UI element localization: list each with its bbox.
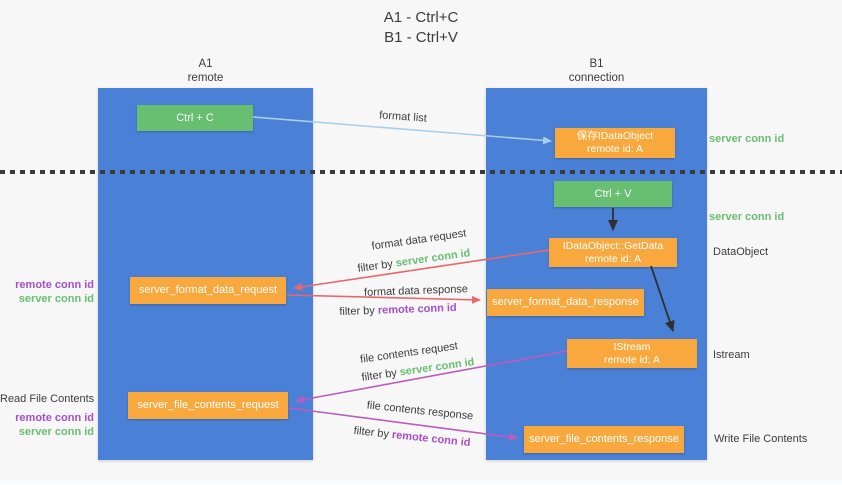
filter-by-remote-conn-id-2: filter by remote conn id (353, 425, 471, 449)
server-file-contents-request-label: server_file_contents_request (137, 399, 279, 411)
filter-by-text-2: filter by (339, 304, 379, 319)
idataobject-getdata-box: IDataObject::GetData remote id: A (549, 238, 677, 267)
save-idataobject-box: 保存IDataObject remote id: A (555, 128, 675, 158)
diagram-title: A1 - Ctrl+C B1 - Ctrl+V (0, 8, 842, 48)
istream-box: IStream remote id: A (567, 339, 697, 368)
server-conn-id-label-mid: server conn id (709, 211, 785, 223)
title-line-2: B1 - Ctrl+V (384, 29, 458, 46)
istream-side-label: Istream (713, 349, 750, 361)
dataobject-label: DataObject (713, 246, 769, 258)
save-idataobject-remote-id: remote id: A (586, 143, 644, 155)
lane-b1-name: B1 (589, 58, 604, 70)
dotted-separator (0, 170, 842, 174)
server-conn-id-label-2: server conn id (18, 426, 94, 438)
filter-by-remote-conn-id-1: filter by remote conn id (339, 302, 457, 318)
filter-value-4: remote conn id (391, 428, 471, 450)
format-list-label: format list (378, 109, 428, 125)
lane-header-a1: A1 remote (98, 57, 313, 85)
server-conn-id-label-1: server conn id (18, 293, 94, 305)
format-data-response-label: format data response (363, 283, 469, 299)
filter-value-1: server conn id (394, 247, 472, 270)
save-idataobject-title: 保存IDataObject (576, 130, 654, 142)
filter-by-text-1: filter by (356, 257, 397, 275)
ctrl-v-label: Ctrl + V (594, 187, 632, 200)
server-format-data-request-label: server_format_data_request (138, 284, 278, 296)
server-format-data-response-label: server_format_data_response (492, 296, 639, 308)
server-file-contents-response-box: server_file_contents_response (524, 426, 684, 453)
getdata-title: IDataObject::GetData (562, 239, 664, 252)
server-format-data-request-box: server_format_data_request (130, 277, 286, 304)
left-conn-id-labels-1: remote conn id server conn id (0, 278, 94, 306)
server-file-contents-request-box: server_file_contents_request (128, 392, 288, 419)
istream-remote-id: remote id: A (603, 353, 661, 366)
remote-conn-id-label-2: remote conn id (15, 412, 94, 424)
server-format-data-response-box: server_format_data_response (487, 289, 644, 316)
lane-header-b1: B1 connection (486, 57, 707, 85)
lane-a1-name: A1 (198, 58, 213, 70)
server-conn-id-label-top: server conn id (709, 133, 785, 145)
ctrl-v-box: Ctrl + V (554, 181, 672, 207)
server-file-contents-response-label: server_file_contents_response (529, 433, 679, 445)
title-line-1: A1 - Ctrl+C (383, 9, 459, 26)
filter-value-3: server conn id (398, 356, 476, 379)
istream-title: IStream (613, 340, 651, 353)
read-file-contents-label: Read File Contents (0, 393, 95, 405)
ctrl-c-box: Ctrl + C (137, 105, 253, 131)
filter-by-text-4: filter by (353, 424, 393, 441)
lane-b1-subtitle: connection (568, 72, 625, 84)
ctrl-c-label: Ctrl + C (176, 111, 214, 124)
getdata-remote-id: remote id: A (584, 252, 642, 265)
filter-by-text-3: filter by (360, 366, 401, 384)
remote-conn-id-label-1: remote conn id (15, 279, 94, 291)
file-contents-response-label: file contents response (366, 399, 474, 423)
lane-a1-subtitle: remote (187, 72, 224, 84)
write-file-contents-label: Write File Contents (714, 433, 808, 445)
bottom-edge (0, 477, 842, 485)
left-labels-2: Read File Contents remote conn id server… (0, 392, 94, 439)
filter-value-2: remote conn id (377, 301, 457, 317)
